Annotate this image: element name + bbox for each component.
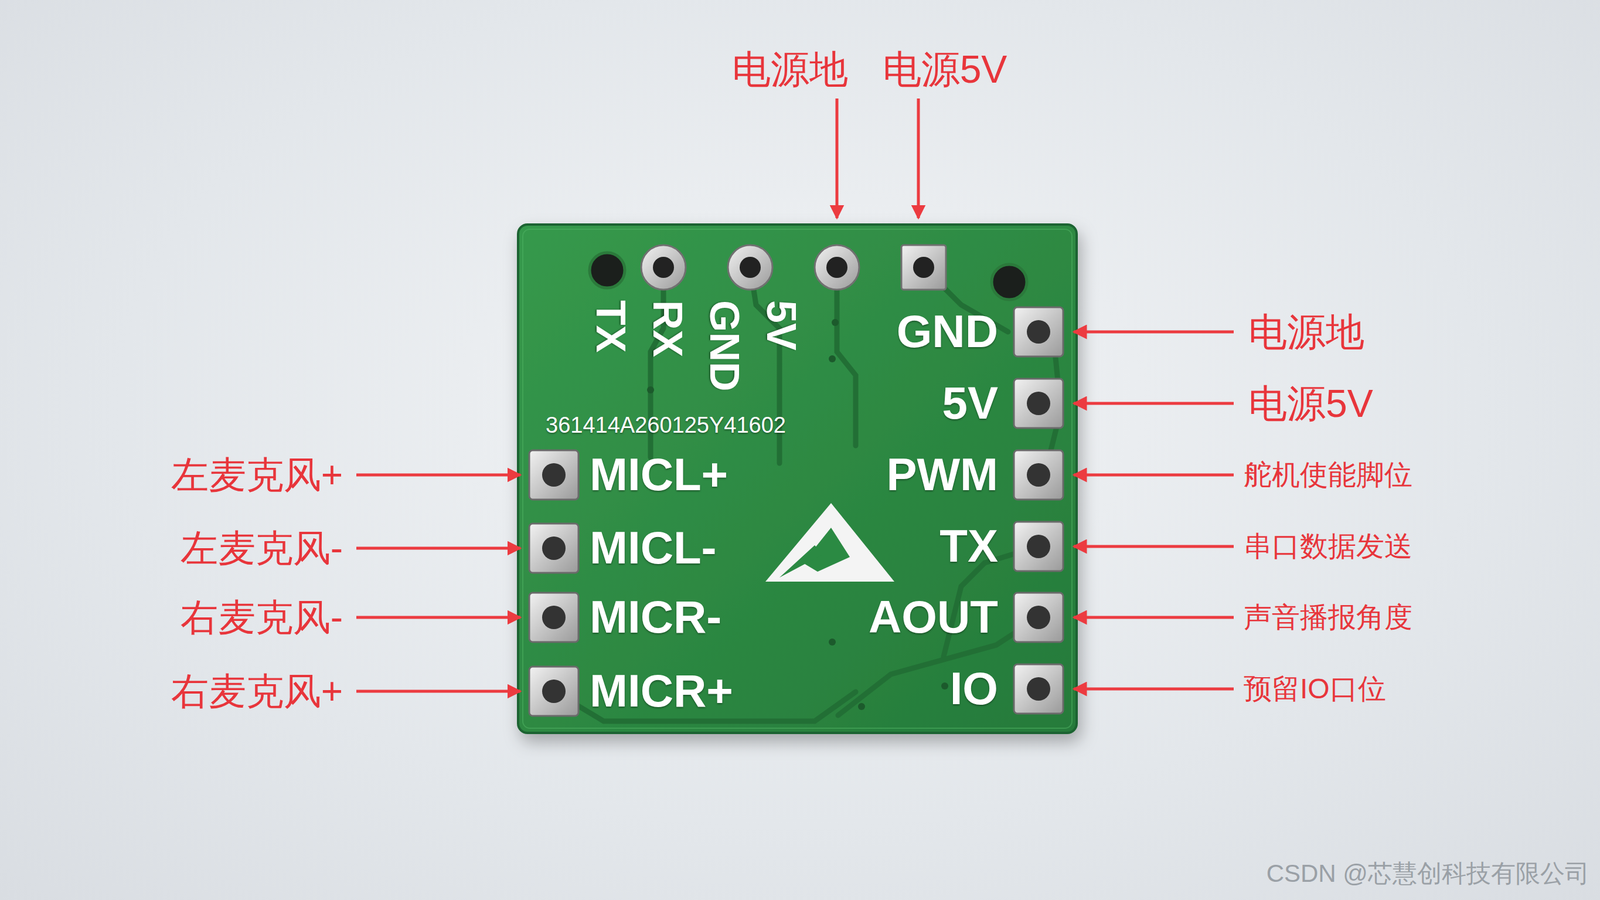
pin-label: 5V: [942, 378, 999, 429]
callout-label: 右麦克风-: [180, 596, 343, 638]
callout-label: 电源5V: [882, 48, 1008, 91]
callout-label: 声音播报角度: [1243, 601, 1413, 633]
mounting-hole: [589, 252, 625, 288]
pin-label: MICR-: [589, 591, 722, 643]
pin-label: MICR+: [589, 665, 734, 717]
pin-label: 5V: [758, 300, 804, 351]
serial-number: 361414A260125Y41602: [545, 413, 786, 438]
callout-label: 左麦克风-: [180, 527, 343, 569]
side-pad: [1013, 307, 1064, 714]
callout-label: 电源5V: [1248, 382, 1374, 425]
pin-label: RX: [644, 300, 690, 357]
watermark: CSDN @芯慧创科技有限公司: [1266, 859, 1590, 887]
pin-label: TX: [587, 300, 633, 353]
leader-arrow: [356, 98, 1234, 691]
callout-label: 预留IO口位: [1243, 673, 1387, 705]
mounting-hole: [991, 264, 1027, 300]
callout-label: 电源地: [732, 48, 849, 91]
esd-logo: [765, 502, 895, 582]
pin-label: MICL-: [589, 522, 717, 574]
pin-label: MICL+: [589, 449, 728, 500]
header-pad: [641, 244, 946, 290]
callout-label: 舵机使能脚位: [1243, 459, 1413, 491]
pcb-trace: [553, 267, 1061, 721]
pcb-via: [647, 318, 949, 710]
pin-label: IO: [950, 663, 999, 714]
pin-label: PWM: [886, 449, 999, 500]
pin-label: GND: [701, 300, 747, 392]
callout-label: 左麦克风+: [171, 454, 343, 496]
pin-label: TX: [939, 521, 999, 572]
callout-label: 串口数据发送: [1243, 530, 1413, 563]
pin-label: GND: [896, 306, 999, 357]
side-pad: [529, 450, 579, 716]
pcb-board: [518, 224, 1077, 733]
callout-label: 电源地: [1248, 310, 1365, 354]
pin-label: AOUT: [868, 591, 999, 643]
callout-label: 右麦克风+: [171, 670, 343, 712]
